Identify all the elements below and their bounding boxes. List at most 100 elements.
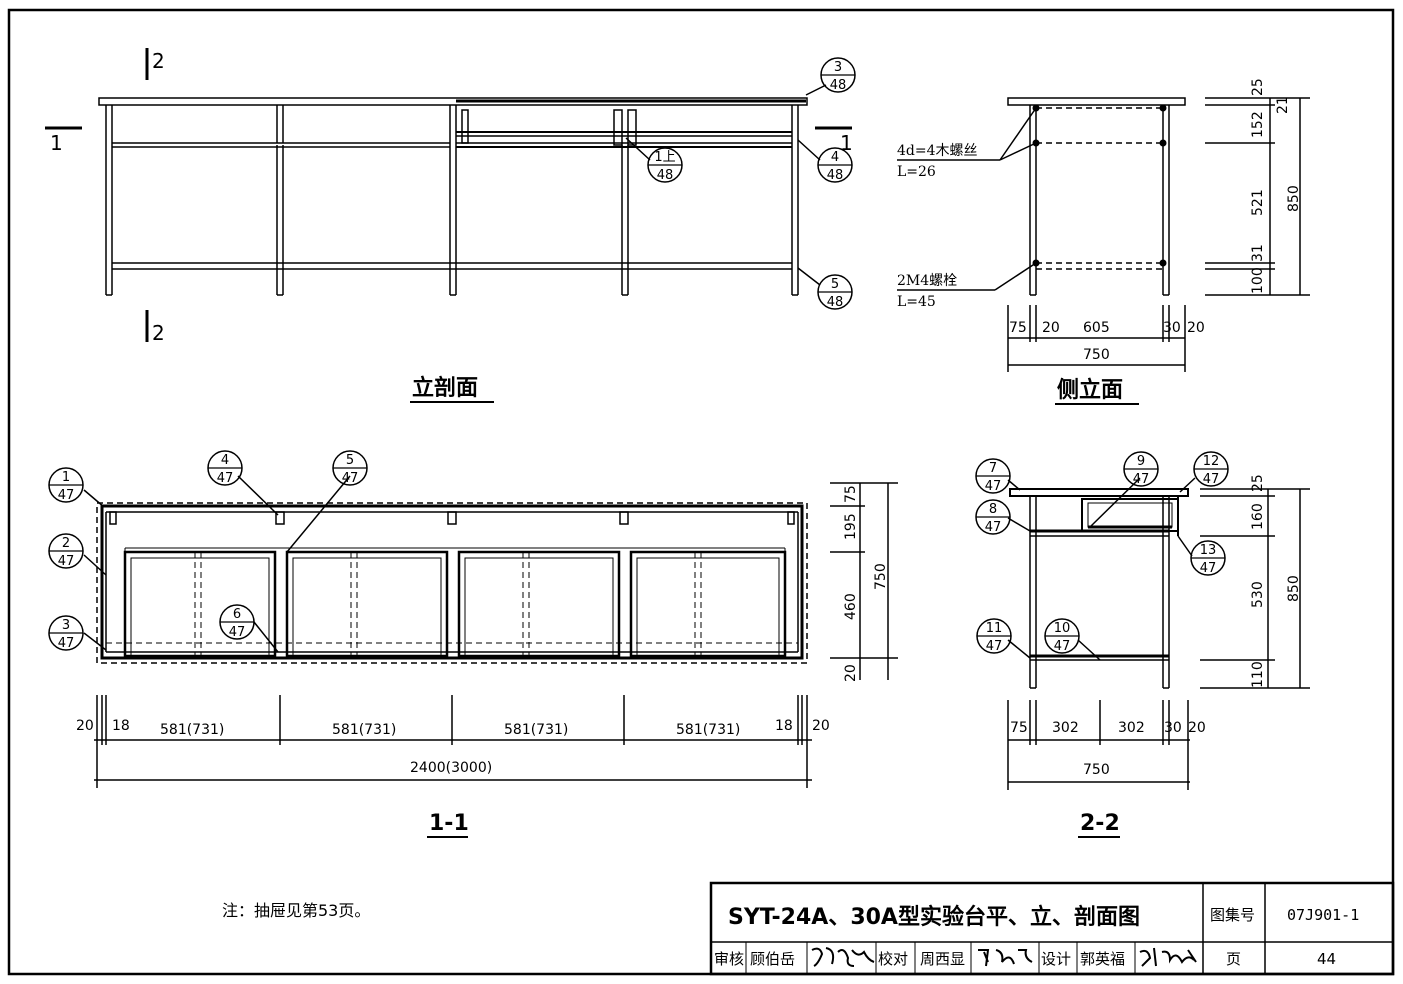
svg-text:30: 30	[1163, 320, 1181, 336]
side-elevation-view	[897, 97, 1310, 372]
atlas-number: 07J901-1	[1287, 906, 1359, 924]
side-screw-dots	[1032, 104, 1167, 267]
callout-11-47: 11 47	[976, 618, 1012, 654]
svg-text:850: 850	[1286, 575, 1302, 602]
cut-mark-2-top: 2	[152, 49, 165, 73]
annotation-bolt-length: L=45	[897, 294, 936, 310]
svg-text:581(731): 581(731)	[504, 722, 568, 738]
svg-text:18: 18	[775, 718, 793, 734]
svg-text:47: 47	[58, 636, 75, 651]
callout-7-47: 7 47	[975, 458, 1011, 494]
svg-text:1上: 1上	[654, 150, 675, 165]
svg-text:160: 160	[1250, 503, 1266, 530]
svg-text:47: 47	[1200, 561, 1217, 576]
svg-text:6: 6	[233, 607, 241, 622]
svg-text:5: 5	[346, 453, 354, 468]
svg-text:47: 47	[217, 471, 234, 486]
svg-text:152: 152	[1250, 111, 1266, 138]
svg-text:3: 3	[62, 618, 70, 633]
front-section-view	[45, 48, 852, 342]
review-label: 审核	[714, 950, 744, 968]
svg-text:530: 530	[1250, 581, 1266, 608]
svg-text:31: 31	[1250, 244, 1266, 262]
callout-10-47: 10 47	[1044, 618, 1080, 654]
svg-text:75: 75	[1010, 720, 1028, 736]
checker-signature	[978, 949, 1033, 967]
sheet-border	[7, 8, 1395, 976]
svg-text:47: 47	[58, 554, 75, 569]
svg-text:20: 20	[76, 718, 94, 734]
title-block	[709, 881, 1395, 976]
annotation-screw: 4d=4木螺丝	[897, 143, 978, 159]
callout-1-48: 1上 48	[647, 147, 683, 183]
svg-text:75: 75	[1009, 320, 1027, 336]
svg-text:302: 302	[1118, 720, 1145, 736]
svg-text:302: 302	[1052, 720, 1079, 736]
callout-13-47: 13 47	[1190, 540, 1226, 576]
svg-text:605: 605	[1083, 320, 1110, 336]
svg-text:4: 4	[221, 453, 229, 468]
svg-text:750: 750	[873, 563, 889, 590]
svg-text:11: 11	[986, 621, 1003, 636]
svg-text:47: 47	[1203, 472, 1220, 487]
svg-text:47: 47	[1133, 472, 1150, 487]
svg-text:1: 1	[62, 470, 70, 485]
section-2-2-view	[1007, 477, 1310, 790]
view-title-section-2-2: 2-2	[1080, 811, 1120, 836]
cut-mark-2-bottom: 2	[152, 321, 165, 345]
svg-text:3: 3	[834, 60, 842, 75]
svg-text:21: 21	[1275, 96, 1291, 114]
svg-text:2: 2	[62, 536, 70, 551]
svg-text:850: 850	[1286, 185, 1302, 212]
section-dims-vertical: 25 160 530 110 850	[1250, 474, 1302, 688]
callout-3-48: 3 48	[820, 57, 856, 93]
page-label: 页	[1226, 950, 1241, 968]
svg-text:581(731): 581(731)	[332, 722, 396, 738]
svg-text:110: 110	[1250, 661, 1266, 688]
annotation-bolt: 2M4螺栓	[897, 273, 957, 289]
designer-name: 郭英福	[1080, 950, 1125, 968]
reviewer-signature	[811, 947, 875, 967]
svg-text:195: 195	[843, 513, 859, 540]
callout-4-47: 4 47	[207, 450, 243, 486]
callout-8-47: 8 47	[975, 499, 1011, 535]
svg-text:13: 13	[1200, 543, 1217, 558]
svg-text:460: 460	[843, 593, 859, 620]
svg-text:47: 47	[985, 479, 1002, 494]
svg-text:20: 20	[812, 718, 830, 734]
svg-text:48: 48	[827, 295, 844, 310]
plan-dims-horizontal: 20 18 581(731) 581(731) 581(731) 581(731…	[76, 718, 830, 776]
callout-6-47: 6 47	[219, 604, 255, 640]
svg-text:48: 48	[830, 78, 847, 93]
svg-text:4: 4	[831, 150, 839, 165]
view-title-side-elevation: 侧立面	[1057, 377, 1123, 403]
callout-4-48: 4 48	[817, 147, 853, 183]
callout-2-47: 2 47	[48, 533, 84, 569]
svg-text:47: 47	[342, 471, 359, 486]
cut-mark-1-left: 1	[50, 131, 63, 155]
svg-text:25: 25	[1250, 78, 1266, 96]
callout-5-47: 5 47	[332, 450, 368, 486]
svg-text:100: 100	[1250, 267, 1266, 294]
svg-text:48: 48	[827, 168, 844, 183]
note-text: 注：抽屉见第53页。	[222, 901, 370, 920]
svg-text:48: 48	[657, 168, 674, 183]
side-dims-vertical: 25 21 152 521 31 100 850	[1250, 78, 1302, 294]
plan-1-1-view	[83, 475, 898, 788]
svg-text:5: 5	[831, 277, 839, 292]
section-dims-horizontal: 75 302 302 30 20 750	[1010, 720, 1206, 778]
svg-text:7: 7	[989, 461, 997, 476]
svg-text:10: 10	[1054, 621, 1071, 636]
design-label: 设计	[1041, 950, 1071, 968]
annotation-screw-length: L=26	[897, 164, 936, 180]
atlas-label: 图集号	[1210, 906, 1255, 924]
svg-text:2400(3000): 2400(3000)	[410, 760, 492, 776]
callout-1-47: 1 47	[48, 467, 84, 503]
svg-text:20: 20	[1187, 320, 1205, 336]
svg-text:750: 750	[1083, 762, 1110, 778]
callout-3-47: 3 47	[48, 615, 84, 651]
callout-12-47: 12 47	[1193, 451, 1229, 487]
svg-text:581(731): 581(731)	[160, 722, 224, 738]
svg-text:47: 47	[229, 625, 246, 640]
